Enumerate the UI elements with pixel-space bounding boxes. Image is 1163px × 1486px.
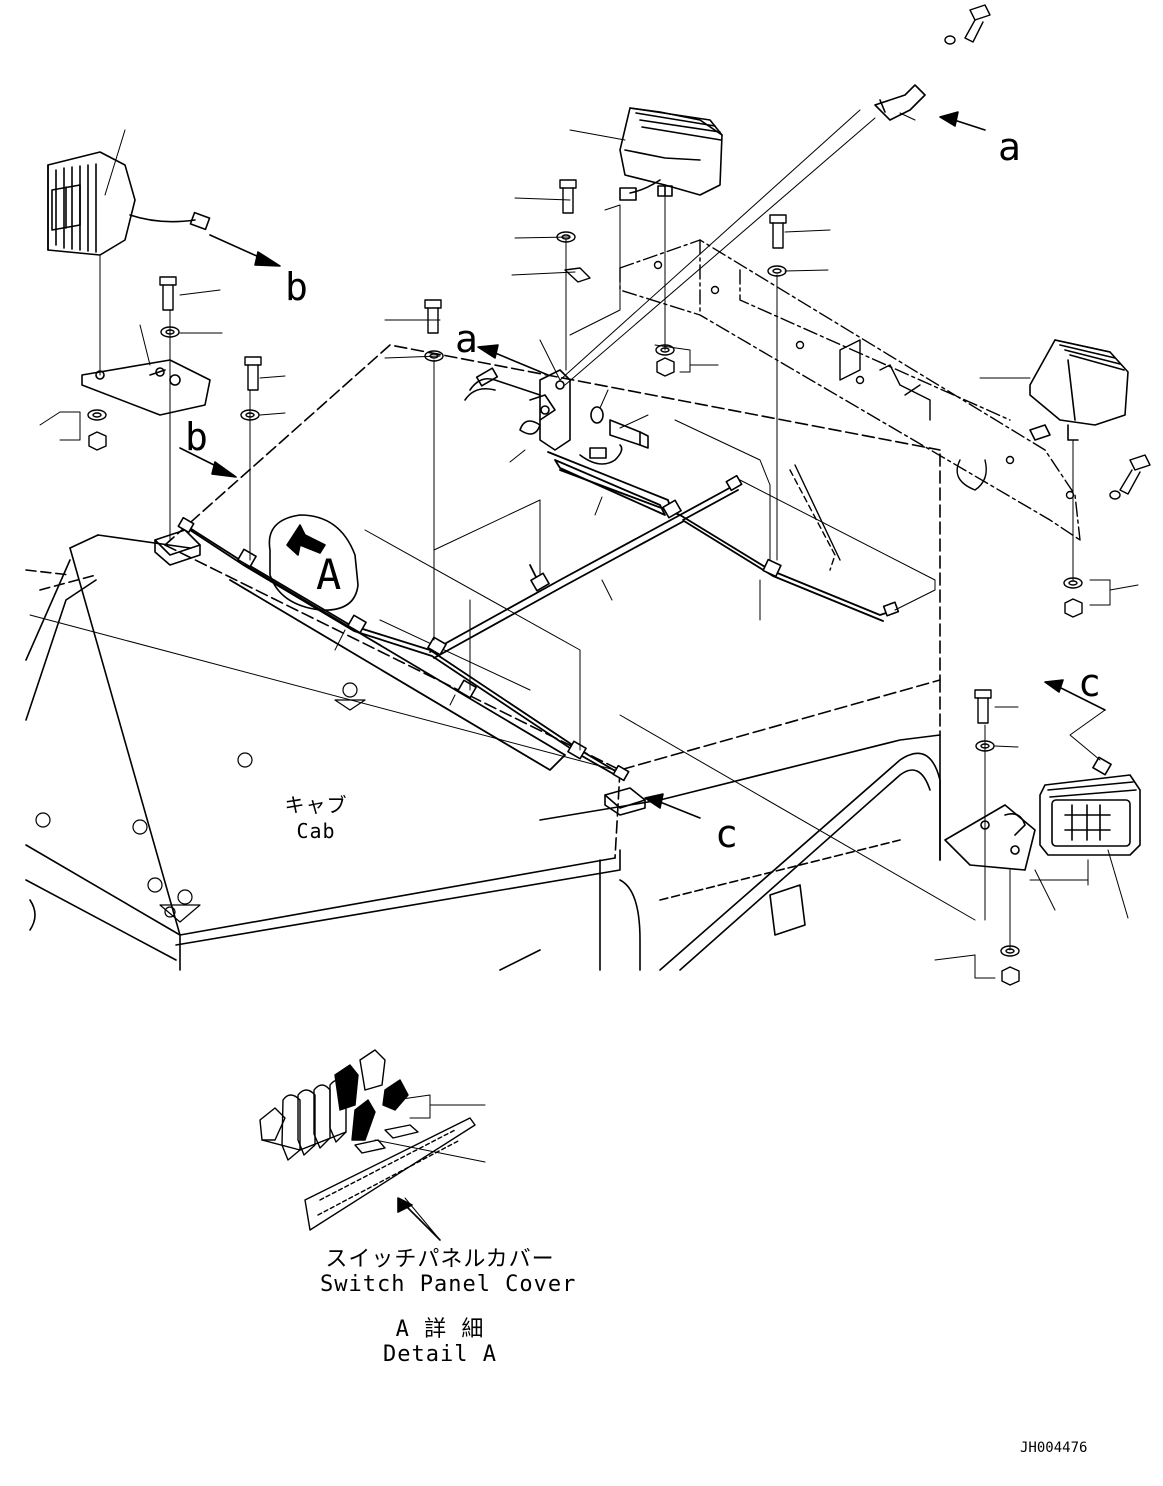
callout-a-middle: a xyxy=(455,317,478,361)
drawing-number: JH004476 xyxy=(1020,1440,1088,1456)
callout-b-left: b xyxy=(285,265,308,309)
callout-a-top: a xyxy=(998,125,1021,169)
fasteners xyxy=(87,4,1151,986)
cab-roof xyxy=(25,344,941,971)
work-lamp-rear-left xyxy=(47,151,211,256)
detail-a-switch-panel xyxy=(259,1049,476,1231)
harness-clamps xyxy=(177,474,900,782)
direction-arrows xyxy=(179,111,1106,1241)
callout-b-middle: b xyxy=(185,415,208,459)
lamp-bracket-left xyxy=(81,359,211,416)
view-a-indicator xyxy=(268,514,359,611)
switch-panel-cover-label-jp: スイッチパネルカバー xyxy=(325,1247,555,1272)
roof-bolts xyxy=(35,682,366,923)
work-lamp-rear-right xyxy=(1029,339,1129,441)
mounting-pads xyxy=(154,529,646,816)
callout-c-right: c xyxy=(1078,661,1101,705)
work-lamp-front-right xyxy=(1039,756,1141,856)
detail-a-label-en: Detail A xyxy=(383,1342,497,1367)
view-a-label: A xyxy=(316,550,342,599)
centre-bracket xyxy=(464,367,649,465)
cab-label-jp: キャブ xyxy=(284,793,348,817)
work-lamp-top-centre xyxy=(619,107,723,201)
cab-label-en: Cab xyxy=(296,819,336,843)
wire-harness xyxy=(184,451,896,781)
clip-a xyxy=(874,84,926,121)
detail-a-label-jp: A 詳 細 xyxy=(395,1317,485,1342)
leader-lines xyxy=(104,112,1129,1241)
lamp-bracket-right xyxy=(944,804,1036,871)
assembly-lines xyxy=(39,109,1139,979)
callout-c-bottom: c xyxy=(715,812,738,856)
switch-panel-cover-label-en: Switch Panel Cover xyxy=(320,1272,577,1297)
